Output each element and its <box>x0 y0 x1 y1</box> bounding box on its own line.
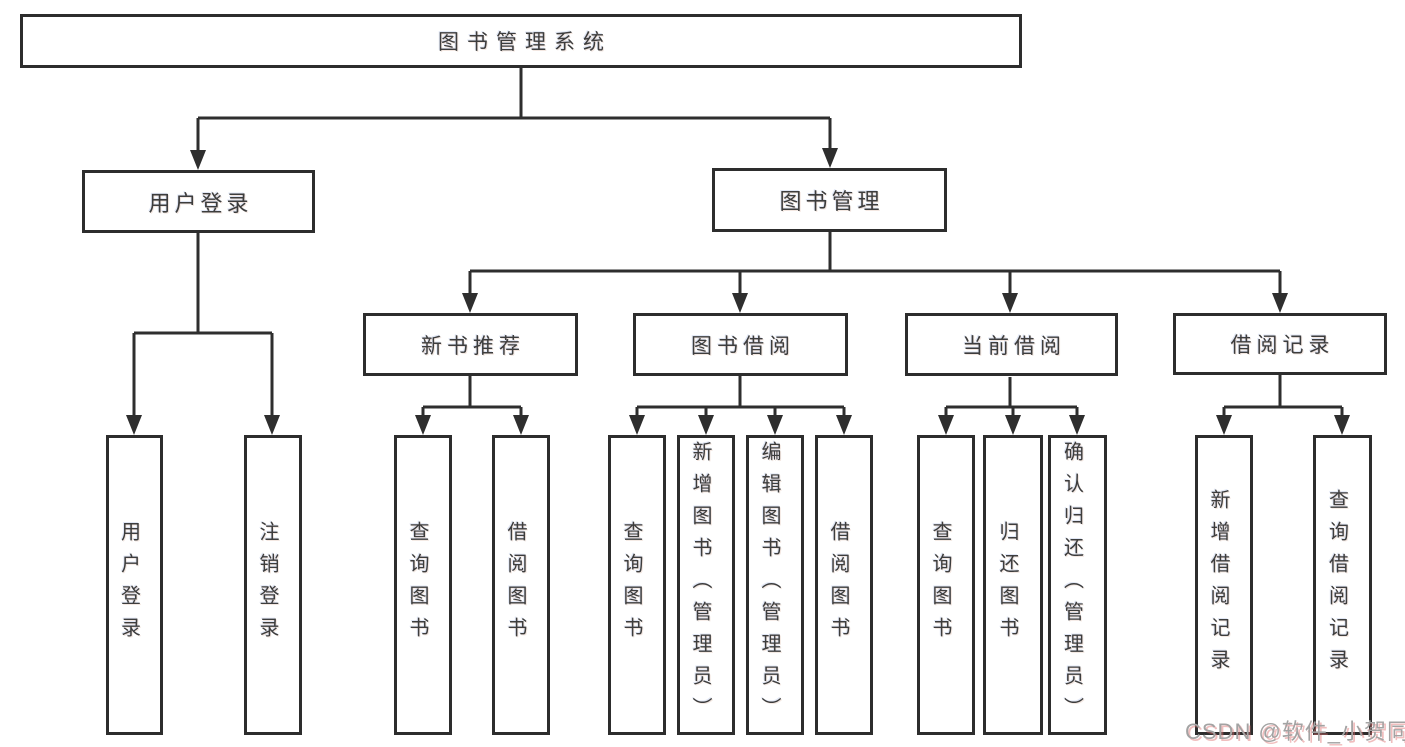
connector-lines <box>132 68 1344 422</box>
leaf-current-query: 查询图书 <box>917 435 975 735</box>
node-user-login-label: 用户登录 <box>148 190 253 216</box>
leaf-bookborrow-edit-label: 编辑图书（管理员） <box>758 441 780 729</box>
node-book-borrow: 图书借阅 <box>633 313 848 376</box>
leaf-logout-label: 注销登录 <box>256 521 278 649</box>
node-root: 图书管理系统 <box>20 14 1022 68</box>
node-current-borrow-label: 当前借阅 <box>962 334 1066 358</box>
node-book-mgmt-label: 图书管理 <box>779 189 884 214</box>
node-user-login: 用户登录 <box>82 170 315 233</box>
leaf-current-confirm: 确认归还（管理员） <box>1048 435 1107 735</box>
leaf-bookborrow-borrow: 借阅图书 <box>815 435 873 735</box>
leaf-current-return: 归还图书 <box>983 435 1043 735</box>
leaf-current-confirm-label: 确认归还（管理员） <box>1060 441 1083 729</box>
watermark: CSDN @软件_小贺同学 <box>1185 719 1405 744</box>
leaf-logout: 注销登录 <box>244 435 302 735</box>
leaf-bookborrow-borrow-label: 借阅图书 <box>827 521 849 649</box>
leaf-bookborrow-edit: 编辑图书（管理员） <box>746 435 804 735</box>
leaf-bookborrow-add-label: 新增图书（管理员） <box>689 441 711 729</box>
leaf-bookborrow-query: 查询图书 <box>608 435 666 735</box>
node-new-books: 新书推荐 <box>363 313 578 376</box>
node-book-borrow-label: 图书借阅 <box>691 334 795 358</box>
node-borrow-records-label: 借阅记录 <box>1230 334 1335 357</box>
leaf-records-query-label: 查询借阅记录 <box>1325 489 1348 681</box>
leaf-newbooks-borrow: 借阅图书 <box>492 435 550 735</box>
node-borrow-records: 借阅记录 <box>1173 313 1387 375</box>
node-book-mgmt: 图书管理 <box>712 168 947 232</box>
node-current-borrow: 当前借阅 <box>905 313 1118 376</box>
node-root-label: 图书管理系统 <box>438 31 612 54</box>
leaf-bookborrow-query-label: 查询图书 <box>620 521 642 649</box>
leaf-records-add: 新增借阅记录 <box>1195 435 1253 735</box>
leaf-newbooks-borrow-label: 借阅图书 <box>504 521 526 649</box>
leaf-bookborrow-add: 新增图书（管理员） <box>677 435 735 735</box>
leaf-newbooks-query-label: 查询图书 <box>406 521 428 649</box>
leaf-records-add-label: 新增借阅记录 <box>1207 489 1229 681</box>
leaf-user-login: 用户登录 <box>106 435 163 735</box>
node-new-books-label: 新书推荐 <box>421 334 525 358</box>
arrowheads <box>126 148 1350 435</box>
leaf-newbooks-query: 查询图书 <box>394 435 452 735</box>
leaf-records-query: 查询借阅记录 <box>1313 435 1372 735</box>
leaf-current-return-label: 归还图书 <box>996 521 1018 649</box>
leaf-current-query-label: 查询图书 <box>929 521 951 649</box>
leaf-user-login-label: 用户登录 <box>117 521 140 649</box>
